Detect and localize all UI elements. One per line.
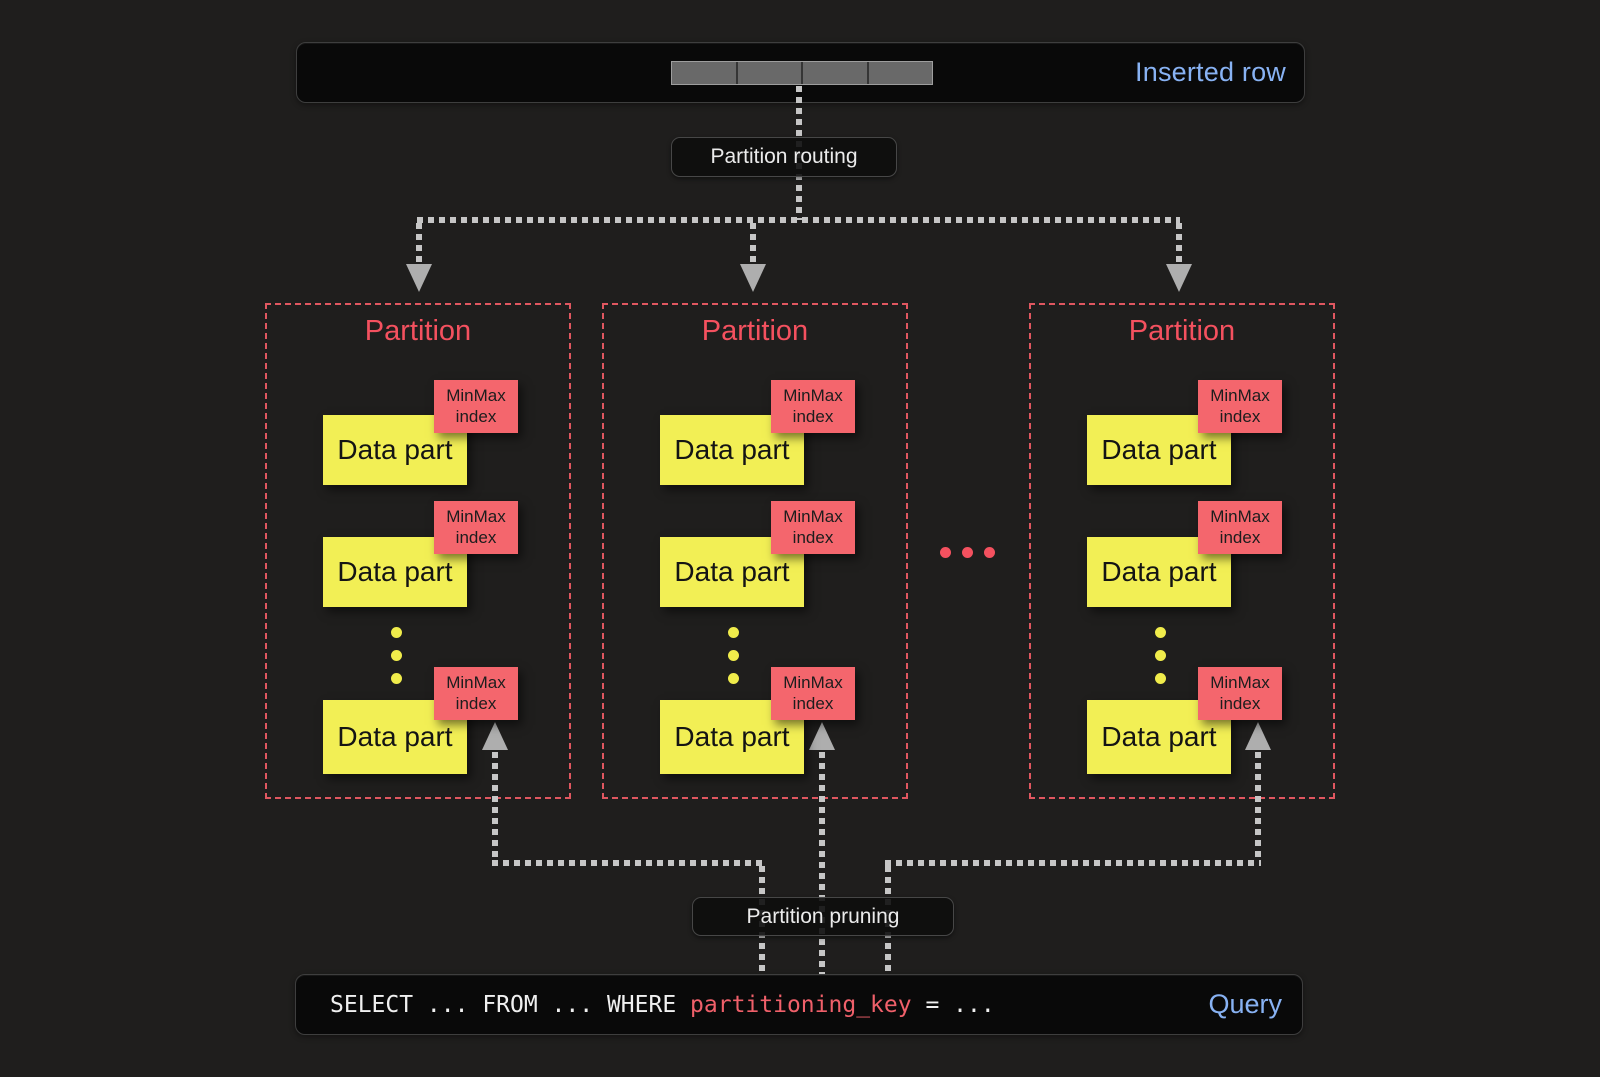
row-cell	[672, 62, 736, 84]
minmax-index-tag: MinMax index	[1198, 667, 1282, 720]
arrow-up-icon	[1245, 722, 1271, 750]
query-label: Query	[1208, 989, 1282, 1019]
minmax-index-tag: MinMax index	[771, 667, 855, 720]
partition-box-2: Partition MinMax index Data part MinMax …	[602, 303, 908, 799]
more-parts-dots-icon	[1155, 627, 1166, 684]
partition-title: Partition	[364, 315, 472, 347]
more-parts-dots-icon	[391, 627, 402, 684]
minmax-index-tag: MinMax index	[771, 501, 855, 554]
partition-title: Partition	[1128, 315, 1236, 347]
minmax-index-tag: MinMax index	[771, 380, 855, 433]
minmax-index-tag: MinMax index	[434, 667, 518, 720]
partition-routing-badge: Partition routing	[671, 137, 897, 177]
query-bar: SELECT ... FROM ... WHERE partitioning_k…	[295, 974, 1303, 1035]
pruning-line-left-horizontal	[492, 860, 765, 866]
connector-drop-3	[1176, 223, 1182, 263]
arrow-up-icon	[482, 722, 508, 750]
minmax-index-tag: MinMax index	[1198, 380, 1282, 433]
partition-title: Partition	[701, 315, 809, 347]
inserted-row-bar: Inserted row	[296, 42, 1305, 103]
row-cells-icon	[671, 61, 933, 85]
arrow-up-icon	[809, 722, 835, 750]
arrow-down-icon	[740, 264, 766, 292]
partition-pruning-badge: Partition pruning	[692, 897, 954, 936]
partition-box-1: Partition MinMax index Data part MinMax …	[265, 303, 571, 799]
connector-drop-2	[750, 223, 756, 263]
arrow-down-icon	[406, 264, 432, 292]
sql-query-text: SELECT ... FROM ... WHERE partitioning_k…	[330, 992, 995, 1018]
minmax-index-tag: MinMax index	[434, 380, 518, 433]
minmax-index-tag: MinMax index	[434, 501, 518, 554]
pruning-line-right-horizontal	[885, 860, 1261, 866]
partition-box-3: Partition MinMax index Data part MinMax …	[1029, 303, 1335, 799]
row-cell	[868, 62, 932, 84]
connector-drop-1	[416, 223, 422, 263]
pruning-line-p2-vertical	[819, 752, 825, 974]
inserted-row-label: Inserted row	[1135, 57, 1286, 87]
data-part-box: Data part	[1087, 537, 1231, 607]
more-partitions-ellipsis-icon	[940, 547, 995, 558]
row-cell	[737, 62, 801, 84]
row-cell	[803, 62, 867, 84]
data-part-box: Data part	[323, 415, 467, 485]
sql-suffix: = ...	[911, 991, 995, 1018]
sql-partitioning-key: partitioning_key	[690, 991, 912, 1018]
minmax-index-tag: MinMax index	[1198, 501, 1282, 554]
pruning-line-p1-vertical	[492, 752, 498, 861]
pruning-line-p3-vertical	[1255, 752, 1261, 861]
sql-prefix: SELECT ... FROM ... WHERE	[330, 991, 691, 1018]
arrow-down-icon	[1166, 264, 1192, 292]
more-parts-dots-icon	[728, 627, 739, 684]
connector-top-horizontal	[417, 217, 1180, 223]
